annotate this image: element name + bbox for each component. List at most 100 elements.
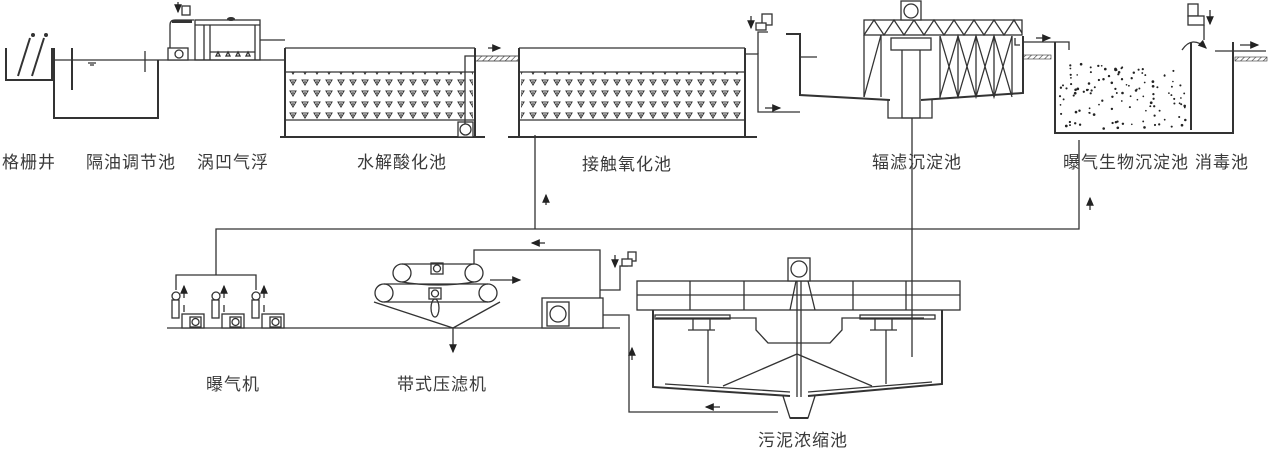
bubble: [1078, 109, 1081, 112]
bubble: [1141, 72, 1144, 74]
bubble: [1137, 68, 1140, 71]
bubble: [1183, 104, 1186, 108]
bubble: [1064, 124, 1068, 128]
bubble: [1114, 120, 1118, 124]
bubble: [1179, 84, 1182, 87]
bubble: [1076, 87, 1080, 91]
bubble: [1163, 118, 1166, 121]
bubble: [1168, 92, 1170, 94]
bubble: [1089, 66, 1092, 69]
label-radial-filter-sedimentation-tank: 辐滤沉淀池: [872, 153, 962, 173]
bubble: [1069, 124, 1071, 127]
bubble: [1089, 92, 1092, 95]
bubble: [1111, 121, 1114, 125]
disinfection-tank: [1181, 3, 1268, 62]
air-pipeline: [215, 135, 1094, 275]
bubble: [1158, 109, 1161, 112]
label-bar-screen-well: 格栅井: [2, 153, 56, 173]
label-belt-filter-press: 带式压滤机: [397, 375, 487, 395]
bubble: [1183, 106, 1186, 109]
blower-unit: [251, 284, 285, 329]
label-contact-oxidation-tank: 接触氧化池: [582, 155, 672, 175]
contact-oxidation-tank: [508, 13, 800, 138]
bubble: [1060, 112, 1063, 115]
bubble: [1152, 92, 1155, 96]
oil-separation-equalization-tank: [53, 48, 159, 119]
bubble: [1100, 64, 1103, 67]
bubble: [1093, 86, 1096, 89]
bubble: [1132, 71, 1136, 74]
bubble: [1149, 101, 1153, 105]
bubble: [1130, 123, 1133, 126]
bubble: [1069, 67, 1072, 70]
drive-motor-icon: [790, 260, 808, 278]
bubble: [1082, 90, 1085, 93]
drive-motor-icon: [903, 3, 919, 19]
dosing-tank-icon: [761, 13, 773, 26]
bubble: [1076, 74, 1078, 76]
bubble: [1061, 84, 1065, 87]
bubble: [1069, 64, 1072, 67]
bubble: [1129, 95, 1132, 98]
filler-media: [288, 72, 473, 120]
bubble: [1059, 104, 1062, 106]
bar-screen-well: [5, 33, 53, 81]
bubble: [1136, 98, 1139, 101]
bubble: [1088, 111, 1091, 114]
bubble: [1151, 80, 1155, 83]
bubble: [1183, 92, 1186, 95]
bubble: [1065, 87, 1068, 90]
bubble: [1163, 74, 1166, 77]
bubble: [1173, 97, 1176, 100]
bubble: [1114, 87, 1117, 91]
dosing-tank-icon: [1187, 3, 1199, 17]
screen-bar-2: [31, 37, 45, 77]
bubble: [1153, 123, 1157, 127]
sludge-pump-box: [541, 297, 604, 329]
bubble: [1138, 87, 1141, 90]
bubble: [1153, 114, 1156, 117]
bubble: [1142, 95, 1145, 98]
bubble: [1151, 84, 1155, 88]
bubble: [1072, 94, 1075, 97]
bubble: [1079, 62, 1083, 66]
bubble: [1069, 73, 1072, 76]
bubble: [1172, 80, 1174, 83]
bubble: [1170, 125, 1173, 128]
bubble: [1110, 81, 1114, 85]
bubble: [1170, 85, 1173, 88]
bubble: [1184, 118, 1187, 122]
bubble: [1116, 126, 1120, 130]
label-aeration-blower: 曝气机: [206, 375, 260, 395]
bubble: [1070, 83, 1073, 86]
bubble: [1117, 73, 1120, 76]
bubble: [1098, 103, 1100, 106]
bubble: [1141, 68, 1144, 71]
bubble: [1101, 99, 1104, 102]
bubble: [1120, 78, 1124, 81]
filler-media: [521, 72, 743, 120]
bubble: [1121, 122, 1125, 126]
bubble: [1136, 88, 1138, 91]
bubble: [1120, 67, 1123, 70]
pump-icon: [174, 49, 184, 59]
bubble: [1088, 107, 1091, 110]
aeration-blower: [167, 274, 620, 329]
bubble: [1102, 78, 1105, 81]
cavitation-air-flotation: [158, 2, 285, 61]
bubble: [1090, 89, 1093, 92]
bubble: [1097, 78, 1101, 82]
blower-unit: [211, 284, 245, 329]
bubble: [1156, 86, 1159, 89]
bubble: [1172, 69, 1175, 72]
bubble: [1125, 83, 1128, 86]
bubble: [1102, 127, 1105, 130]
bubble: [1059, 86, 1063, 89]
bubble: [1144, 74, 1147, 77]
label-disinfection-tank: 消毒池: [1195, 153, 1249, 173]
bubble: [1180, 123, 1184, 127]
bubble: [1158, 123, 1161, 126]
label-cavitation-air-flotation: 涡凹气浮: [197, 153, 269, 173]
belt-filter-press: [373, 239, 778, 413]
